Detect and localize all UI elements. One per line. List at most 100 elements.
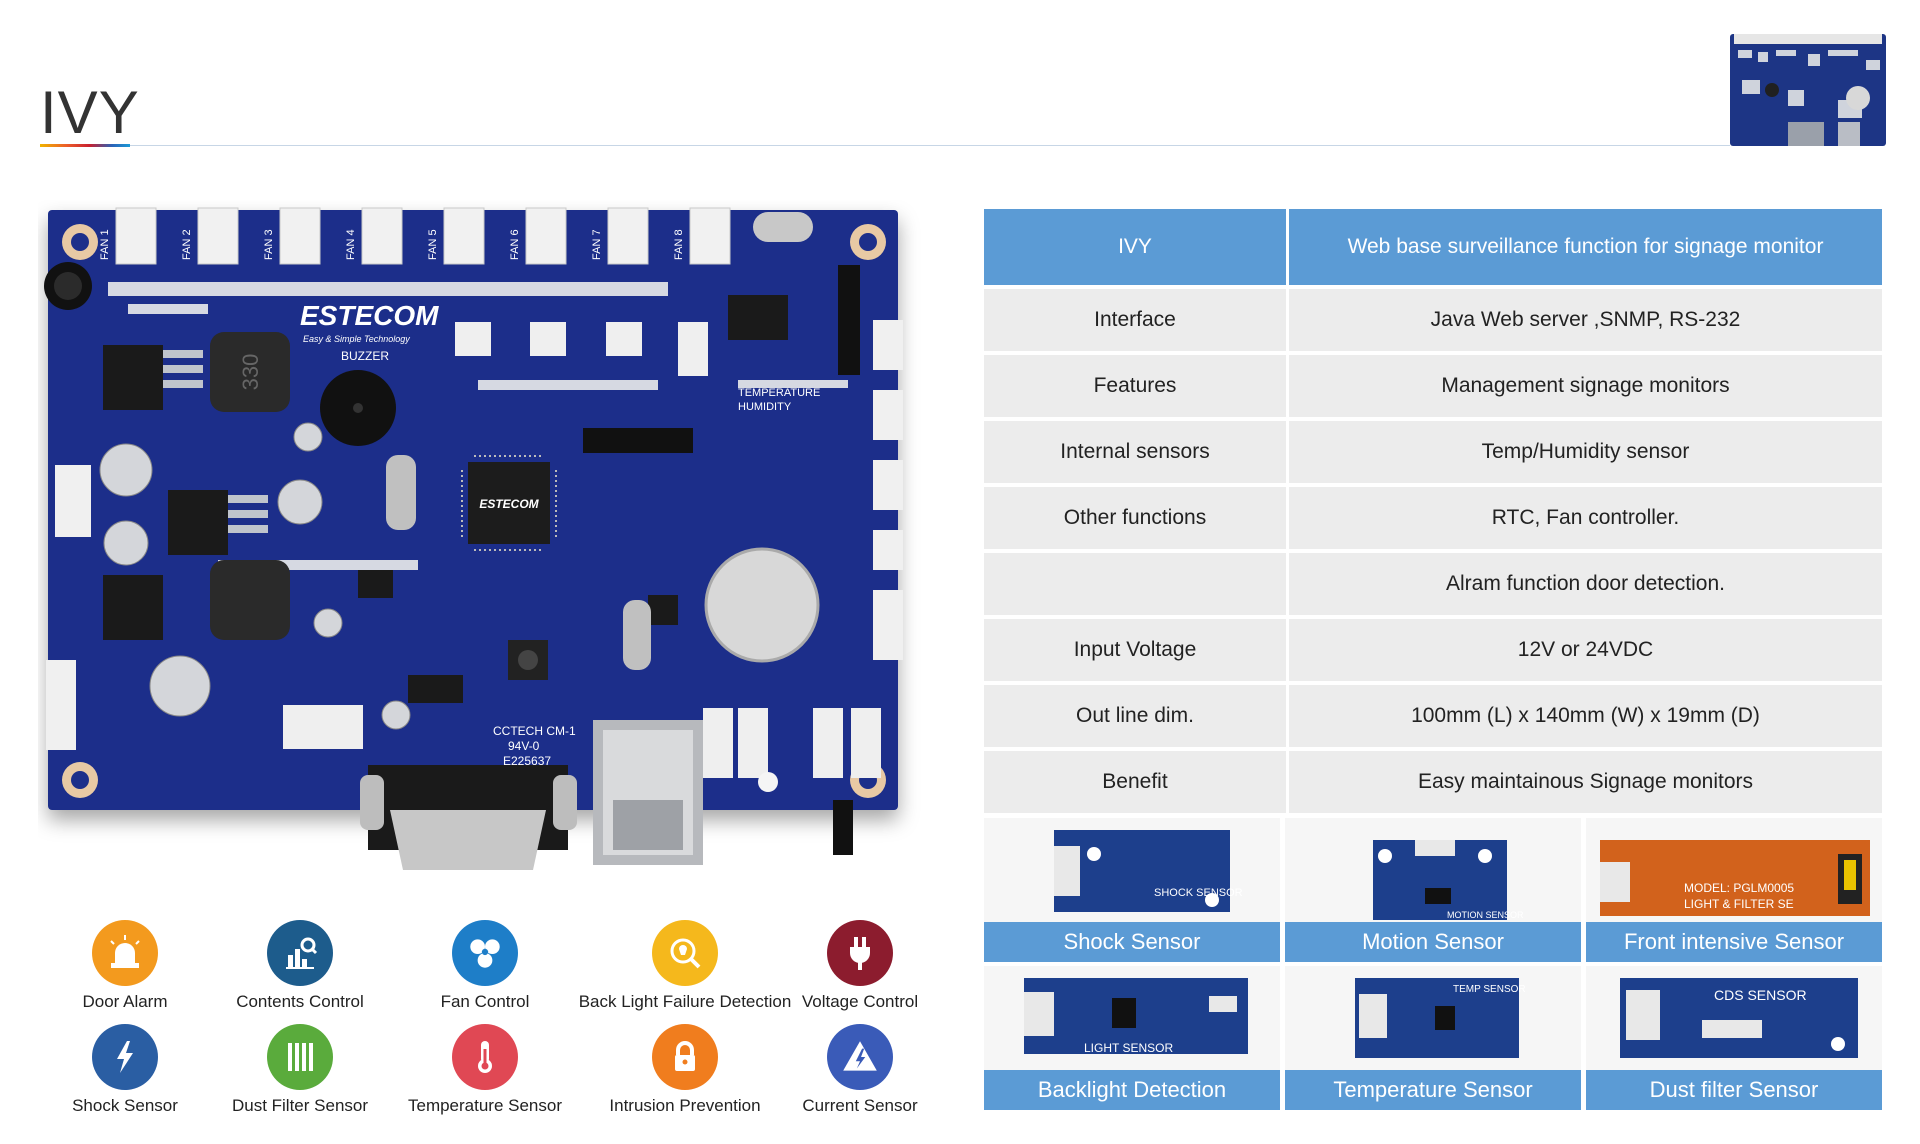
backlight-sensor-image: LIGHT SENSOR xyxy=(1024,978,1248,1055)
sensor-caption: Dust filter Sensor xyxy=(1586,1070,1882,1110)
spec-value: Management signage monitors xyxy=(1289,355,1882,417)
sensor-card-dust-filter: CDS SENSOR Dust filter Sensor xyxy=(1586,966,1882,1110)
fan-label: FAN 5 xyxy=(427,229,439,260)
feature-temperature-sensor: Temperature Sensor xyxy=(390,1024,580,1116)
spec-key: Internal sensors xyxy=(984,421,1289,483)
sensor-grid: SHOCK SENSOR Shock Sensor MOTION SENSOR … xyxy=(984,818,1882,1114)
feature-label: Current Sensor xyxy=(802,1096,918,1115)
shock-sensor-image: SHOCK SENSOR xyxy=(1054,830,1243,912)
cert-line-2: 94V-0 xyxy=(508,739,540,753)
fan-label: FAN 2 xyxy=(181,229,193,260)
spec-row: Out line dim.100mm (L) x 140mm (W) x 19m… xyxy=(984,685,1882,747)
motion-sensor-image: MOTION SENSOR xyxy=(1373,840,1524,920)
feature-label: Dust Filter Sensor xyxy=(231,1096,369,1115)
feature-label: Intrusion Prevention xyxy=(609,1096,761,1115)
spec-key: Other functions xyxy=(984,487,1289,549)
spec-header-value: Web base surveillance function for signa… xyxy=(1289,209,1882,285)
spec-value: Temp/Humidity sensor xyxy=(1289,421,1882,483)
page-title: IVY xyxy=(40,79,140,146)
feature-fan-control: Fan Control xyxy=(390,920,580,1012)
sensor-card-front-intensive: MODEL: PGLM0005 LIGHT & FILTER SE Front … xyxy=(1586,818,1882,962)
bulb-search-icon xyxy=(652,920,718,986)
board-thumbnail xyxy=(1730,34,1886,146)
spec-value: Alram function door detection. xyxy=(1289,553,1882,615)
sensor-card-backlight: LIGHT SENSOR Backlight Detection xyxy=(984,966,1280,1110)
sensor-caption: Backlight Detection xyxy=(984,1070,1280,1110)
spec-header-row: IVY Web base surveillance function for s… xyxy=(984,209,1882,285)
title-accent-bar xyxy=(40,144,130,147)
pcb-text: CDS SENSOR xyxy=(1714,987,1807,1003)
fan-label: FAN 8 xyxy=(673,229,685,260)
buzzer-label: BUZZER xyxy=(341,349,389,363)
board-tagline: Easy & Simple Technology xyxy=(303,334,410,344)
spec-key: Features xyxy=(984,355,1289,417)
sensor-caption: Shock Sensor xyxy=(984,922,1280,962)
feature-door-alarm: Door Alarm xyxy=(30,920,220,1012)
chart-search-icon xyxy=(267,920,333,986)
feature-contents-control: Contents Control xyxy=(205,920,395,1012)
sensor-card-shock: SHOCK SENSOR Shock Sensor xyxy=(984,818,1280,962)
alarm-light-icon xyxy=(92,920,158,986)
spec-value: Easy maintainous Signage monitors xyxy=(1289,751,1882,813)
feature-icon-grid: Door Alarm Contents Control Fan Control … xyxy=(40,920,920,1130)
warning-icon xyxy=(827,1024,893,1090)
feature-label: Voltage Control xyxy=(801,992,919,1011)
fan-label: FAN 6 xyxy=(509,229,521,260)
cert-line-1: CCTECH CM-1 xyxy=(493,724,576,738)
spec-row: Alram function door detection. xyxy=(984,553,1882,615)
sensor-caption: Temperature Sensor xyxy=(1285,1070,1581,1110)
feature-label: Contents Control xyxy=(236,992,364,1011)
pcb-text: LIGHT SENSOR xyxy=(1084,1041,1173,1055)
spec-value: RTC, Fan controller. xyxy=(1289,487,1882,549)
spec-value: 12V or 24VDC xyxy=(1289,619,1882,681)
spec-value: Java Web server ,SNMP, RS-232 xyxy=(1289,289,1882,351)
spec-key xyxy=(984,553,1289,615)
spec-key: Out line dim. xyxy=(984,685,1289,747)
front-intensive-sensor-image: MODEL: PGLM0005 LIGHT & FILTER SE xyxy=(1600,840,1870,916)
feature-label: Temperature Sensor xyxy=(407,1096,563,1115)
humidity-label: HUMIDITY xyxy=(738,401,792,413)
inductor-label: 330 xyxy=(238,354,263,391)
spec-key: Input Voltage xyxy=(984,619,1289,681)
chip-label: ESTECOM xyxy=(479,497,539,511)
spec-value: 100mm (L) x 140mm (W) x 19mm (D) xyxy=(1289,685,1882,747)
sensor-card-temperature: TEMP SENSOR Temperature Sensor xyxy=(1285,966,1581,1110)
pcb-text: LIGHT & FILTER SE xyxy=(1684,897,1794,911)
feature-back-light-failure-detection: Back Light Failure Detection xyxy=(565,920,805,1012)
fan-icon xyxy=(452,920,518,986)
temperature-label: TEMPERATURE xyxy=(738,387,820,399)
feature-voltage-control: Voltage Control xyxy=(765,920,955,1012)
cert-line-3: E225637 xyxy=(503,754,551,768)
sensor-card-motion: MOTION SENSOR Motion Sensor xyxy=(1285,818,1581,962)
feature-current-sensor: Current Sensor xyxy=(765,1024,955,1116)
pcb-text: MOTION SENSOR xyxy=(1447,910,1524,920)
fan-label: FAN 1 xyxy=(99,229,111,260)
spec-key: Interface xyxy=(984,289,1289,351)
dust-filter-sensor-image: CDS SENSOR xyxy=(1620,978,1858,1058)
spec-header-key: IVY xyxy=(984,209,1289,285)
shock-icon xyxy=(92,1024,158,1090)
pcb-text: TEMP SENSOR xyxy=(1453,984,1526,995)
thermometer-icon xyxy=(452,1024,518,1090)
feature-dust-filter-sensor: Dust Filter Sensor xyxy=(205,1024,395,1116)
fan-label: FAN 7 xyxy=(591,229,603,260)
pcb-text: MODEL: PGLM0005 xyxy=(1684,881,1794,895)
filter-icon xyxy=(267,1024,333,1090)
sensor-caption: Motion Sensor xyxy=(1285,922,1581,962)
lock-icon xyxy=(652,1024,718,1090)
feature-label: Fan Control xyxy=(440,992,530,1011)
feature-label: Door Alarm xyxy=(82,992,168,1011)
board-brand: ESTECOM xyxy=(300,300,439,331)
feature-label: Back Light Failure Detection xyxy=(578,992,792,1011)
fan-label: FAN 3 xyxy=(263,229,275,260)
title-divider xyxy=(40,145,1730,146)
spec-key: Benefit xyxy=(984,751,1289,813)
sensor-caption: Front intensive Sensor xyxy=(1586,922,1882,962)
feature-shock-sensor: Shock Sensor xyxy=(30,1024,220,1116)
plug-icon xyxy=(827,920,893,986)
